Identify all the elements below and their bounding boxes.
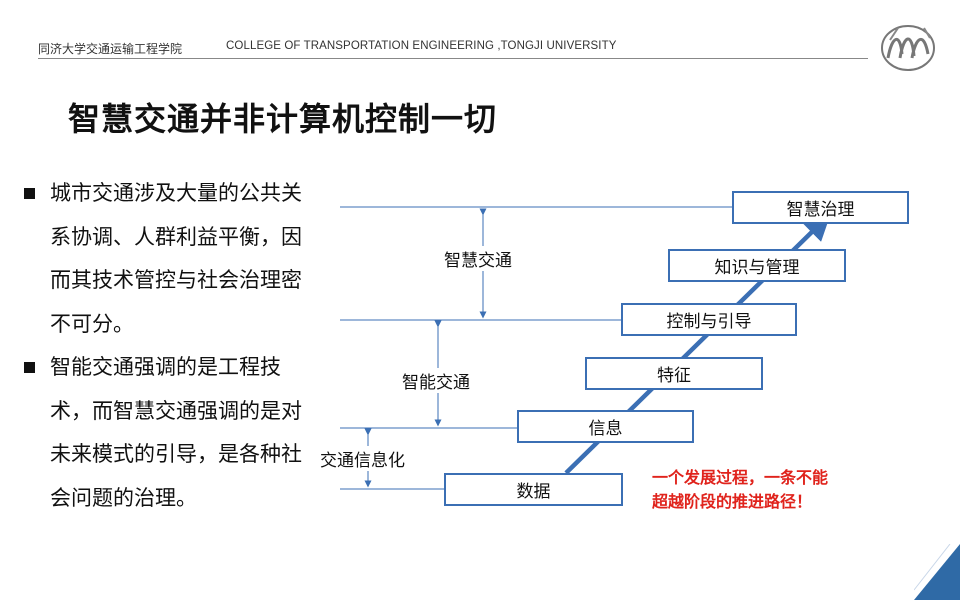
level-label-informatization: 交通信息化 <box>320 446 405 471</box>
corner-decoration <box>914 544 960 600</box>
note-line: 一个发展过程，一条不能 <box>652 468 829 487</box>
step-box-data: 数据 <box>444 473 623 506</box>
development-path-note: 一个发展过程，一条不能 超越阶段的推进路径！ <box>652 466 828 514</box>
level-label-smart-transport: 智慧交通 <box>444 246 512 271</box>
step-box-control-guidance: 控制与引导 <box>621 303 797 336</box>
tongji-logo-icon <box>881 25 935 71</box>
step-box-smart-governance: 智慧治理 <box>732 191 909 224</box>
progression-arrow <box>564 213 831 475</box>
bullet-item: 城市交通涉及大量的公共关系协调、人群利益平衡，因而其技术管控与社会治理密不可分。 <box>20 172 320 346</box>
bullet-item: 智能交通强调的是工程技术，而智慧交通强调的是对未来模式的引导，是各种社会问题的治… <box>20 346 320 520</box>
bullet-text: 智能交通强调的是工程技术，而智慧交通强调的是对未来模式的引导，是各种社会问题的治… <box>50 355 302 510</box>
bullet-list: 城市交通涉及大量的公共关系协调、人群利益平衡，因而其技术管控与社会治理密不可分。… <box>20 172 320 520</box>
header-school-cn: 同济大学交通运输工程学院 <box>38 42 183 56</box>
bullet-text: 城市交通涉及大量的公共关系协调、人群利益平衡，因而其技术管控与社会治理密不可分。 <box>50 181 302 336</box>
note-line: 超越阶段的推进路径！ <box>652 492 813 511</box>
header-divider <box>38 58 868 59</box>
header-school-en: COLLEGE OF TRANSPORTATION ENGINEERING ,T… <box>226 40 617 52</box>
step-box-information: 信息 <box>517 410 694 443</box>
bullet-square-icon <box>24 362 35 373</box>
slide-title: 智慧交通并非计算机控制一切 <box>68 100 498 138</box>
slide-header: 同济大学交通运输工程学院 COLLEGE OF TRANSPORTATION E… <box>0 0 960 71</box>
level-label-intelligent-transport: 智能交通 <box>402 368 470 393</box>
step-box-knowledge-management: 知识与管理 <box>668 249 846 282</box>
bullet-square-icon <box>24 188 35 199</box>
step-box-feature: 特征 <box>585 357 763 390</box>
